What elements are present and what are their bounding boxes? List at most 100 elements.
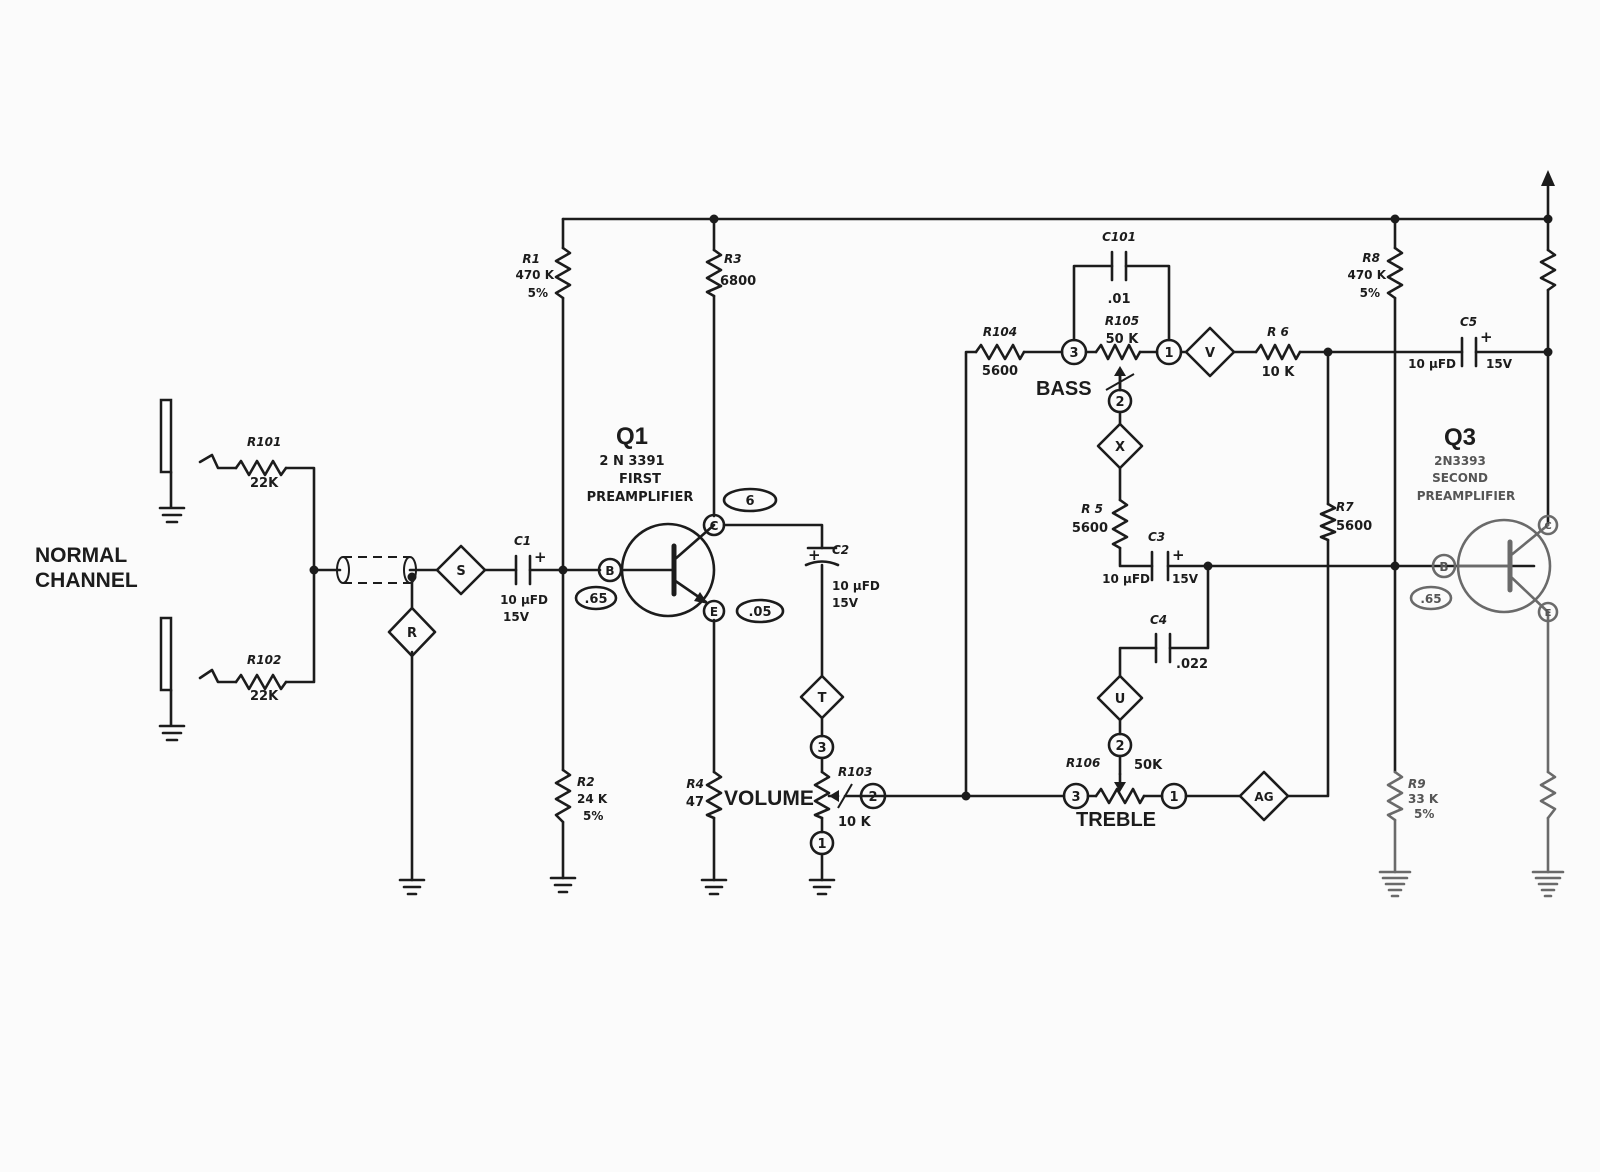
treble-pin2: 2	[1115, 739, 1124, 754]
Q1-collector-voltage: 6	[745, 494, 754, 509]
junction-dot	[1390, 214, 1400, 224]
C4-symbol	[1154, 632, 1172, 664]
collector-to-C2	[722, 523, 824, 550]
bass-pin3: 3	[1069, 346, 1078, 361]
junction-dot	[558, 565, 568, 575]
junction-dot	[961, 791, 971, 801]
junctions	[309, 214, 1553, 801]
transistor-Q3	[1456, 518, 1552, 614]
bass-label: BASS	[1036, 378, 1092, 400]
junction-dot	[1390, 561, 1400, 571]
Q3-part: 2N3393	[1434, 454, 1486, 468]
R8-symbol	[1386, 246, 1404, 300]
shielded-cable-icon	[336, 556, 417, 584]
R106-value: 50K	[1134, 758, 1163, 773]
Q1-collector-lead	[672, 523, 716, 562]
input-label-line2: CHANNEL	[35, 569, 138, 592]
C2-symbol	[804, 546, 840, 567]
jack2-ground-icon	[158, 688, 186, 742]
Q3-emitter-pin: E	[1545, 608, 1552, 619]
ground-icon	[1531, 870, 1565, 898]
bass-pin1: 1	[1164, 346, 1173, 361]
C101-symbol	[1110, 250, 1128, 282]
R102-name: R102	[247, 653, 281, 667]
C3-symbol	[1150, 550, 1170, 582]
junction-dot	[1203, 561, 1213, 571]
R1-symbol	[554, 246, 572, 300]
supply-arrow-icon	[1541, 170, 1555, 186]
C5-value: 10 µFD	[1408, 357, 1456, 371]
R6-symbol	[1254, 343, 1302, 361]
C4-value: .022	[1176, 657, 1208, 672]
C1-value: 10 µFD	[500, 593, 548, 607]
R9-value: 33 K	[1408, 792, 1439, 806]
R5-symbol	[1111, 498, 1129, 550]
C5-voltage: 15V	[1486, 357, 1513, 371]
Q1-base-voltage: .65	[584, 592, 607, 607]
R5-name: R 5	[1081, 502, 1103, 516]
R104-value: 5600	[982, 364, 1018, 379]
treble-pin1: 1	[1169, 790, 1178, 805]
junction-dot	[1543, 214, 1553, 224]
R9-name: R9	[1408, 777, 1426, 791]
Q1-emitter-voltage: .05	[748, 605, 771, 620]
test-point-V-label: V	[1205, 346, 1215, 361]
volume-wiper-arrow-icon	[829, 790, 839, 802]
test-point-AG-label: AG	[1254, 790, 1273, 804]
right-resistor-top-symbol	[1539, 248, 1557, 292]
C101-name: C101	[1102, 230, 1136, 244]
Q1-collector-pin: C	[710, 519, 719, 533]
transistor-Q1	[620, 522, 716, 618]
test-point-U: U	[1096, 674, 1144, 722]
jack1-ground-icon	[158, 470, 186, 524]
treble-label: TREBLE	[1076, 809, 1156, 831]
R101-symbol	[234, 459, 288, 477]
Q1-name: Q1	[616, 423, 648, 450]
Q3-collector-pin: C	[1544, 521, 1551, 532]
R9-symbol	[1386, 770, 1404, 822]
ground-symbols	[398, 870, 1565, 898]
pin-circles: 3 1 2 3 1 2 2 3 1 B C E B C E	[597, 338, 1559, 856]
test-point-S-label: S	[456, 564, 465, 579]
R104-symbol	[974, 343, 1026, 361]
bass-wiper-arrow-icon	[1114, 366, 1126, 376]
R7-value: 5600	[1336, 519, 1372, 534]
Q1-base-pin: B	[605, 564, 614, 578]
R102-symbol	[234, 673, 288, 691]
R101-value: 22K	[250, 476, 279, 491]
R103-value: 10 K	[838, 815, 872, 830]
C3-name: C3	[1148, 530, 1165, 544]
R1-value: 470 K	[515, 268, 554, 282]
R7-symbol	[1319, 502, 1337, 542]
ground-icon	[398, 878, 426, 896]
test-points: S R T V X U AG	[387, 326, 1290, 822]
R106-name: R106	[1066, 756, 1100, 770]
C101-left-wire	[1072, 264, 1114, 342]
R3-value: 6800	[720, 274, 756, 289]
junction-dot	[1323, 347, 1333, 357]
Q1-emitter-pin: E	[710, 605, 718, 619]
R8-value: 470 K	[1347, 268, 1386, 282]
R5-value: 5600	[1072, 521, 1108, 536]
test-point-R-label: R	[407, 626, 417, 641]
R2-symbol	[554, 768, 572, 824]
input2-lead	[198, 668, 238, 684]
R105-symbol	[1094, 343, 1142, 361]
C2-name: C2	[832, 543, 849, 557]
bass-pin2: 2	[1115, 395, 1124, 410]
R3-symbol	[705, 248, 723, 298]
R6-name: R 6	[1267, 325, 1289, 339]
Q3-name: Q3	[1444, 424, 1476, 451]
capacitor-symbols	[514, 250, 1478, 664]
ground-icon	[549, 876, 577, 894]
ground-icon	[808, 878, 836, 896]
Q3-base-pin: B	[1439, 560, 1448, 574]
bass-adjust-arrow-icon	[1105, 373, 1135, 391]
test-point-R: R	[387, 606, 437, 658]
R2-name: R2	[577, 775, 595, 789]
C1-symbol	[514, 554, 532, 586]
Q1-part: 2 N 3391	[599, 454, 664, 469]
Q1-role-line2: PREAMPLIFIER	[587, 490, 694, 505]
